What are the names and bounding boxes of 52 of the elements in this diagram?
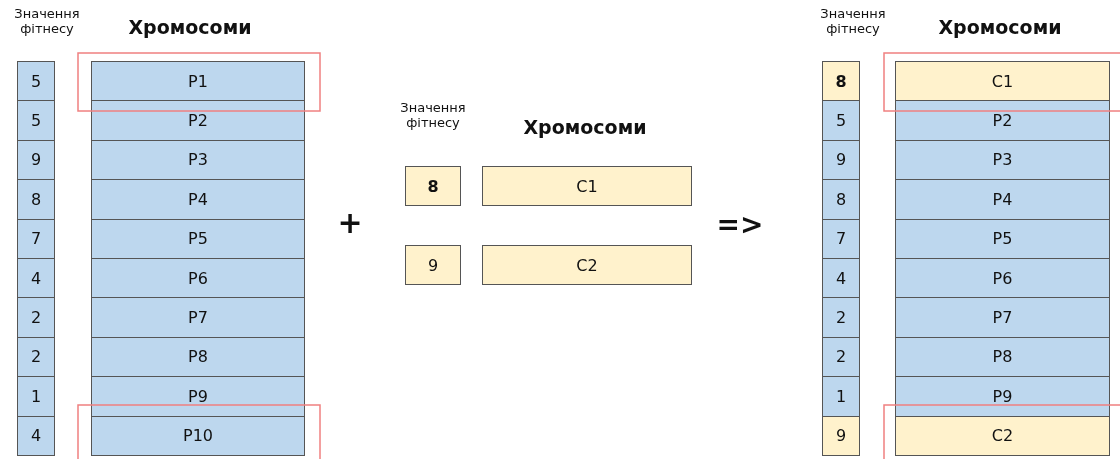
chromosome-cell: C1 [895,61,1110,102]
fitness-cell: 8 [405,166,461,206]
chromosome-cell: P8 [895,336,1110,378]
column-header: Значення фітнесу [13,6,81,36]
fitness-cell: 8 [822,179,860,220]
fitness-cell: 5 [17,61,55,102]
chromosome-cell: P2 [895,100,1110,141]
column-header: Значення фітнесу [399,100,467,130]
chromosome-cell: P9 [91,376,305,417]
chromosome-cell: P8 [91,336,305,378]
arrow-sign: => [715,208,765,241]
chromosome-cell: P5 [895,218,1110,259]
plus-sign: + [336,205,364,240]
column-header: Значення фітнесу [819,6,887,36]
fitness-cell: 5 [17,100,55,141]
fitness-cell: 9 [17,139,55,181]
fitness-cell: 2 [17,336,55,378]
fitness-cell: 2 [822,336,860,378]
chromosome-cell: C2 [895,415,1110,456]
column-header: Хромосоми [522,116,648,138]
chromosome-cell: C2 [482,245,692,285]
chromosome-cell: P4 [895,179,1110,220]
fitness-cell: 9 [822,139,860,181]
chromosome-cell: P9 [895,376,1110,417]
fitness-cell: 5 [822,100,860,141]
fitness-cell: 7 [17,218,55,259]
chromosome-cell: P10 [91,415,305,456]
chromosome-cell: P4 [91,179,305,220]
chromosome-cell: P6 [895,258,1110,299]
fitness-cell: 4 [17,415,55,456]
chromosome-cell: P6 [91,258,305,299]
chromosome-cell: P3 [91,139,305,181]
chromosome-cell: P2 [91,100,305,141]
fitness-cell: 4 [17,258,55,299]
fitness-cell: 8 [17,179,55,220]
fitness-cell: 4 [822,258,860,299]
column-header: Хромосоми [127,16,253,38]
chromosome-cell: P3 [895,139,1110,181]
chromosome-cell: P5 [91,218,305,259]
fitness-cell: 9 [405,245,461,285]
fitness-cell: 1 [822,376,860,417]
fitness-cell: 7 [822,218,860,259]
fitness-cell: 2 [17,297,55,338]
fitness-cell: 8 [822,61,860,102]
chromosome-cell: C1 [482,166,692,206]
column-header: Хромосоми [937,16,1063,38]
fitness-cell: 9 [822,415,860,456]
chromosome-cell: P7 [91,297,305,338]
fitness-cell: 2 [822,297,860,338]
fitness-cell: 1 [17,376,55,417]
chromosome-cell: P7 [895,297,1110,338]
chromosome-cell: P1 [91,61,305,102]
